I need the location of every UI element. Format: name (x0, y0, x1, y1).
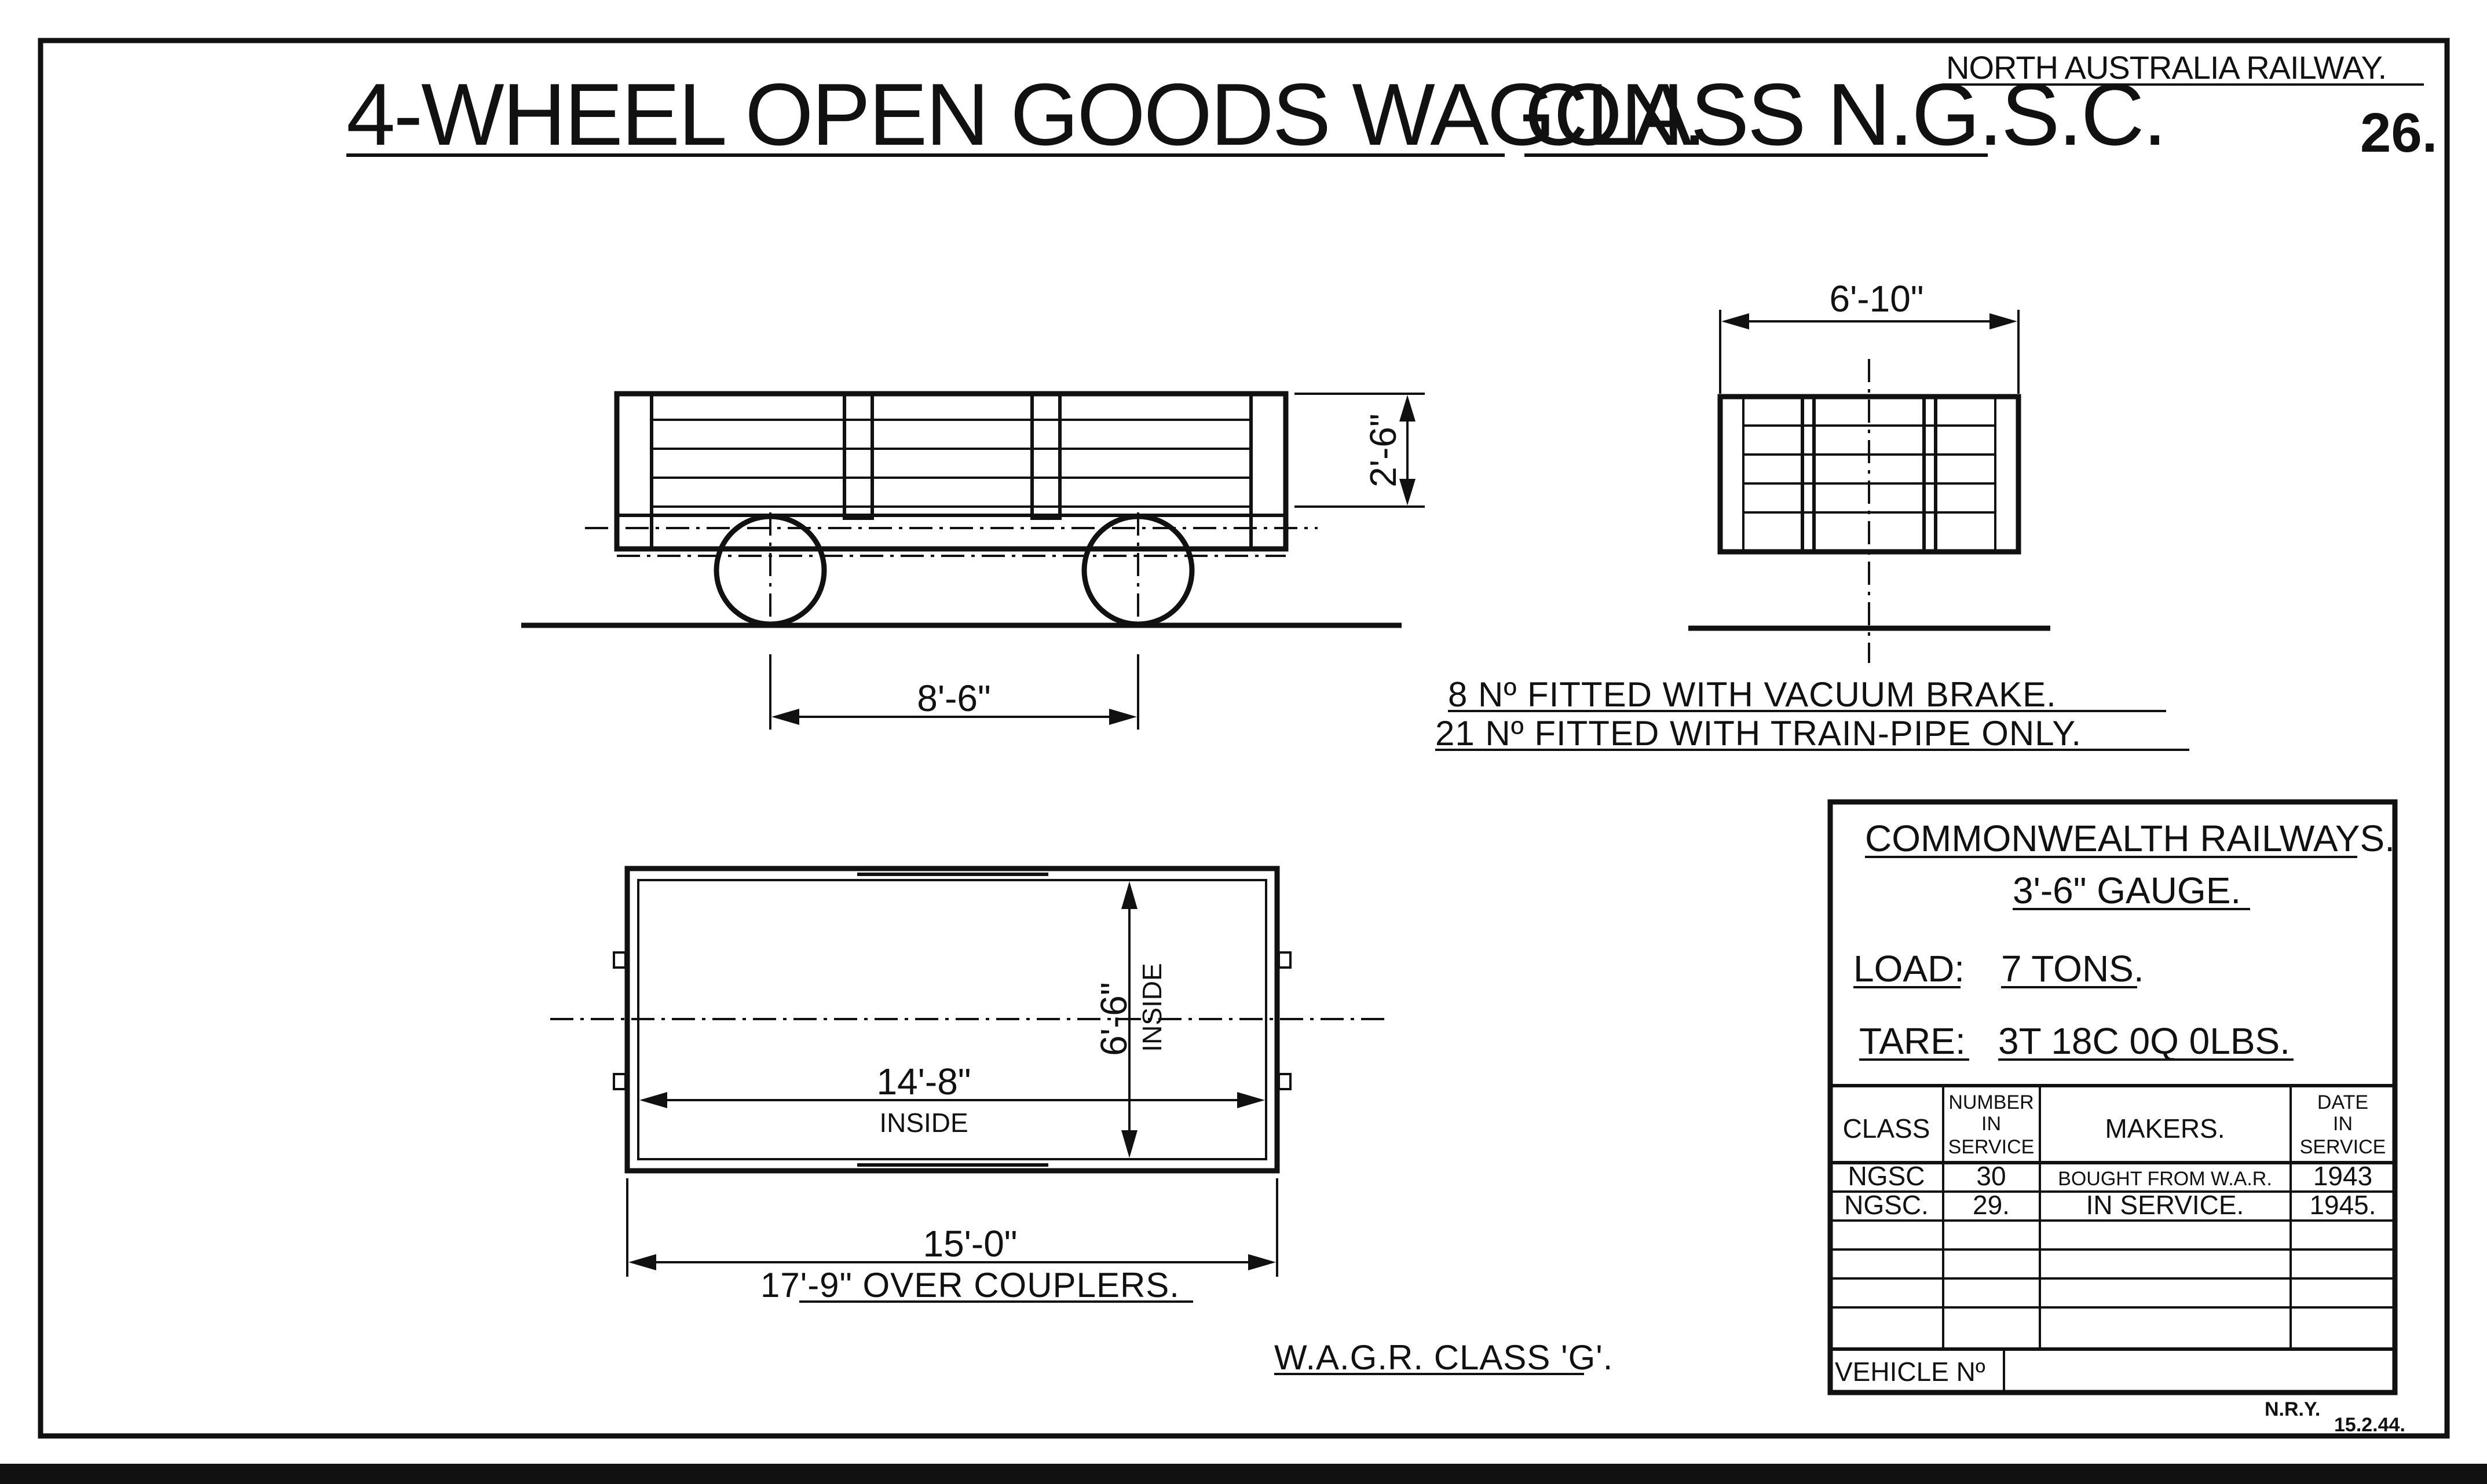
drawing-date: 15.2.44. (2334, 1414, 2405, 1436)
side-stanchion-right (1030, 392, 1062, 520)
end-stanchion-b (1922, 395, 1937, 554)
overall-length-dimension: 15'-0" (923, 1223, 1017, 1265)
wagr-class-note: W.A.G.R. CLASS 'G'. (1274, 1338, 1613, 1377)
wheelbase-dimension: 8'-6" (917, 677, 990, 719)
railway-name: NORTH AUSTRALIA RAILWAY. (1946, 49, 2386, 86)
height-arrow-top (1399, 395, 1416, 422)
over-couplers-dimension: 17'-9" OVER COUPLERS. (760, 1266, 1180, 1305)
row-1-date: 1943 (2313, 1161, 2372, 1191)
wagon-body-side (614, 391, 1289, 552)
overall-arrow-right (1248, 1254, 1276, 1270)
sheet-border (38, 38, 2450, 1439)
row-1-class: NGSC (1848, 1161, 1925, 1191)
end-width-dimension: 6'-10" (1829, 278, 1923, 320)
height-arrow-bottom (1399, 479, 1416, 505)
header-number-line-1: NUMBER (1948, 1091, 2034, 1113)
inside-width-note: INSIDE (1137, 963, 1167, 1051)
sheet-number: 26. (2360, 102, 2437, 164)
header-number-line-3: SERVICE (1948, 1136, 2035, 1158)
railways-name: COMMONWEALTH RAILWAYS. (1865, 818, 2395, 859)
vehicle-number-label: VEHICLE Nº (1835, 1357, 1985, 1387)
header-date-line-1: DATE (2317, 1091, 2368, 1113)
overall-arrow-left (628, 1254, 656, 1270)
row-2-makers: IN SERVICE. (2086, 1190, 2244, 1220)
inside-length-note: INSIDE (879, 1108, 968, 1138)
coupler-right-top (1278, 951, 1292, 969)
side-height-dimension: 2'-6" (1362, 413, 1404, 487)
wheelbase-arrow-left (771, 709, 799, 725)
inside-width-dimension: 6'-6" (1093, 982, 1135, 1056)
end-stanchion-a (1801, 395, 1816, 554)
coupler-left-top (613, 951, 627, 969)
plan-view: 6'-6" INSIDE 14'-8" INSIDE 15'-0" 17'-9"… (550, 866, 1390, 1305)
wheelbase-arrow-right (1109, 709, 1137, 725)
inside-length-dimension: 14'-8" (876, 1061, 971, 1102)
class-title: CLASS N.G.S.C. (1524, 65, 2166, 164)
tare-value: 3T 18C 0Q 0LBS. (1998, 1020, 2290, 1062)
wagon-plan-outer (624, 866, 1280, 1174)
drafter-initials: N.R.Y. (2265, 1398, 2320, 1420)
header-date-line-3: SERVICE (2300, 1136, 2386, 1158)
load-label: LOAD: (1853, 948, 1965, 990)
header-date-line-2: IN (2333, 1113, 2353, 1135)
row-2-number: 29. (1973, 1190, 2010, 1220)
info-box: COMMONWEALTH RAILWAYS. 3'-6" GAUGE. LOAD… (1827, 799, 2398, 1395)
row-2-class: NGSC. (1844, 1190, 1929, 1220)
width-arrow-right (1989, 313, 2017, 329)
scan-bottom-edge (0, 1464, 2487, 1484)
header-makers: MAKERS. (2105, 1113, 2225, 1144)
row-1-number: 30 (1976, 1161, 2006, 1191)
page-title: 4-WHEEL OPEN GOODS WAGON. (346, 65, 1705, 164)
gauge-label: 3'-6" GAUGE. (2013, 870, 2241, 911)
side-elevation: 8'-6" 2'-6" (521, 391, 1425, 730)
end-elevation: 6'-10" (1688, 278, 2050, 663)
inside-width-arrow-top (1121, 881, 1138, 909)
row-1-makers: BOUGHT FROM W.A.R. (2058, 1168, 2272, 1190)
header-number-line-2: IN (1981, 1113, 2001, 1135)
row-2-date: 1945. (2309, 1190, 2376, 1220)
vacuum-brake-note: 8 Nº FITTED WITH VACUUM BRAKE. (1448, 675, 2057, 714)
train-pipe-note: 21 Nº FITTED WITH TRAIN-PIPE ONLY. (1435, 714, 2082, 753)
side-stanchion-left (843, 392, 874, 520)
load-value: 7 TONS. (2001, 948, 2144, 990)
inside-width-arrow-bottom (1121, 1130, 1138, 1158)
tare-label: TARE: (1859, 1020, 1966, 1062)
inside-length-arrow-left (639, 1092, 667, 1108)
inside-length-arrow-right (1237, 1092, 1265, 1108)
width-arrow-left (1721, 313, 1749, 329)
coupler-left-bottom (613, 1073, 627, 1090)
info-box-frame (1827, 799, 2398, 1395)
coupler-right-bottom (1278, 1073, 1292, 1090)
header-class: CLASS (1843, 1113, 1930, 1144)
